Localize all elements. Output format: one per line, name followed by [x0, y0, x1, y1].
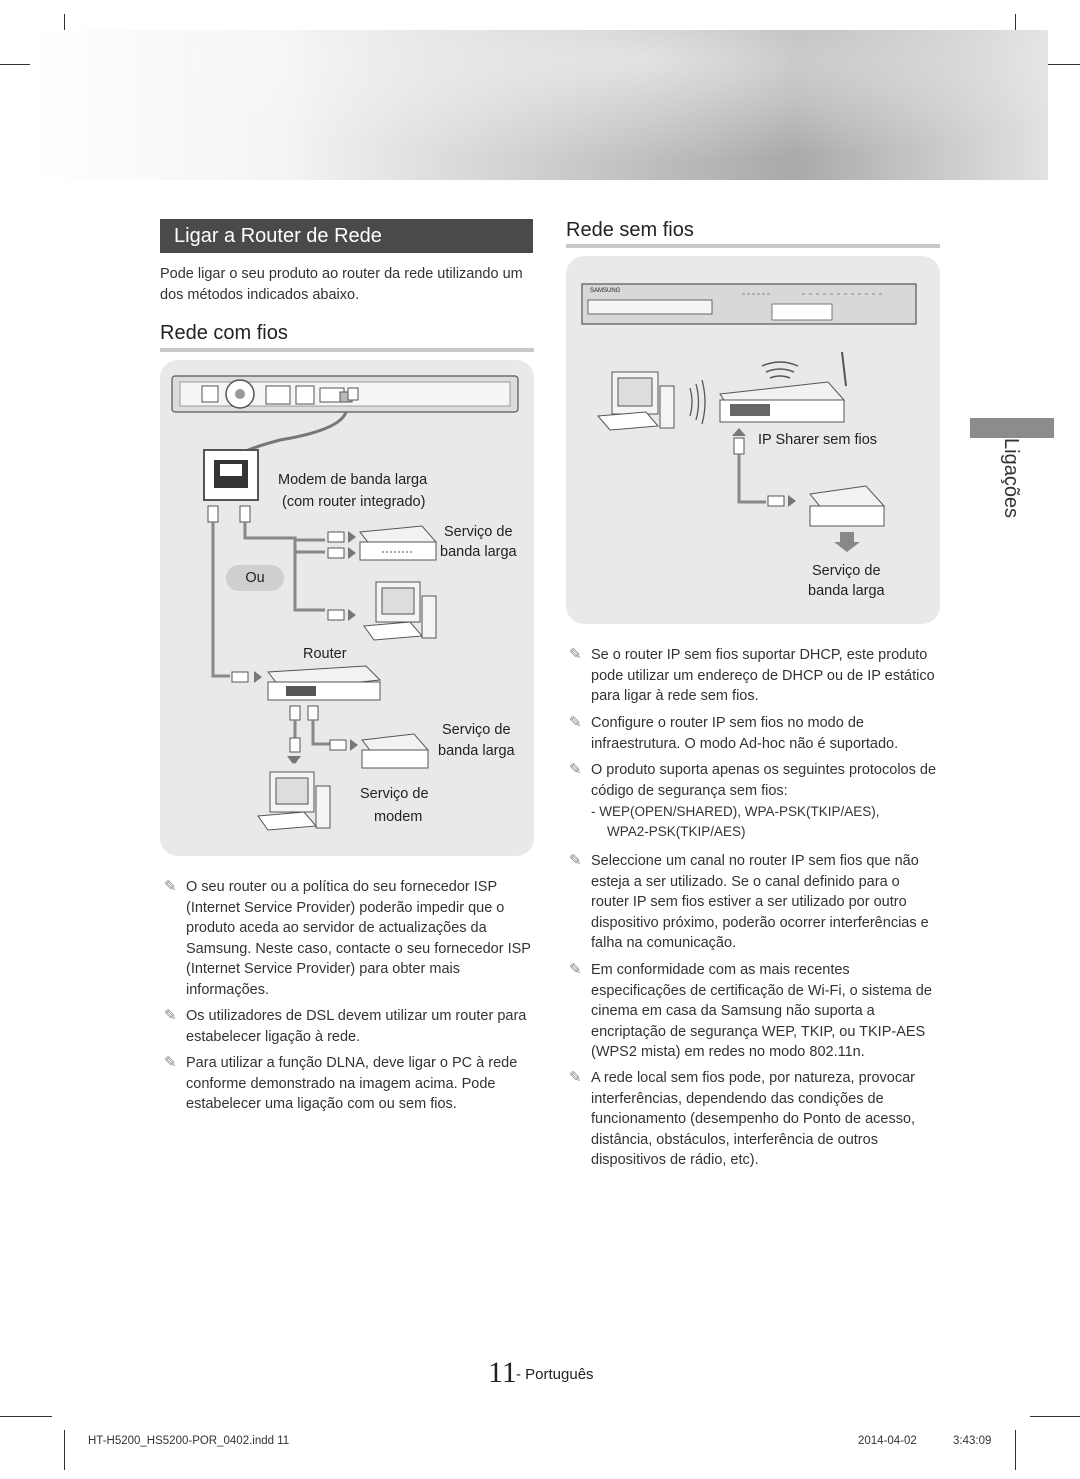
broadband-label: Serviço de [444, 524, 513, 540]
modem-router-icon [359, 525, 437, 561]
broadband-label: banda larga [808, 583, 885, 599]
pencil-icon: ✎ [569, 961, 582, 978]
pencil-icon: ✎ [569, 714, 582, 731]
note-item: ✎ Se o router IP sem fios suportar DHCP,… [569, 646, 935, 705]
pencil-icon: ✎ [569, 646, 582, 663]
router-label: Router [303, 646, 347, 662]
pencil-icon: ✎ [164, 1007, 177, 1024]
note-item: ✎ Configure o router IP sem fios no modo… [569, 714, 899, 752]
wired-heading-rule [160, 348, 534, 352]
crop-mark [1015, 1430, 1016, 1470]
pc-icon [596, 371, 675, 431]
note-item: ✎ O seu router ou a política do seu forn… [164, 878, 531, 998]
note-item: ✎ Seleccione um canal no router IP sem f… [569, 852, 929, 952]
protocol-list: WPA2-PSK(TKIP/AES) [607, 824, 746, 839]
wireless-heading-rule [566, 244, 940, 248]
page-number: 11 [488, 1356, 517, 1389]
side-tab-label: Ligações [1000, 438, 1022, 519]
pencil-icon: ✎ [569, 1069, 582, 1086]
player-front-icon [581, 283, 917, 325]
device-brand: SAMSUNG [590, 288, 621, 294]
modem-service-label: Serviço de [360, 786, 429, 802]
section-title: Ligar a Router de Rede [160, 219, 533, 253]
header-gradient-band [30, 30, 1048, 180]
pencil-icon: ✎ [569, 761, 582, 778]
note-item: ✎ O produto suporta apenas os seguintes … [569, 761, 937, 799]
router-icon [267, 665, 382, 701]
ip-sharer-label: IP Sharer sem fios [758, 432, 878, 448]
footer-file: HT-H5200_HS5200-POR_0402.indd 11 [88, 1435, 290, 1447]
pencil-icon: ✎ [164, 1054, 177, 1071]
note-item: ✎ A rede local sem fios pode, por nature… [569, 1069, 916, 1169]
broadband-label: banda larga [440, 544, 517, 560]
footer-date: 2014-04-02 [858, 1435, 917, 1447]
wireless-heading: Rede sem fios [566, 219, 694, 241]
modem-service-label: modem [374, 809, 423, 825]
note-item: ✎ Os utilizadores de DSL devem utilizar … [164, 1007, 527, 1045]
wifi-waves-icon [761, 361, 799, 379]
wired-heading: Rede com fios [160, 322, 288, 344]
modem-router-sublabel: (com router integrado) [282, 494, 426, 510]
page-language: - Português [516, 1366, 594, 1383]
wireless-diagram [581, 283, 917, 552]
side-tab-marker [970, 418, 1054, 438]
pc-icon [363, 581, 437, 641]
crop-mark [1030, 64, 1080, 65]
note-item: ✎ Em conformidade com as mais recentes e… [569, 961, 932, 1061]
crop-mark [64, 1430, 65, 1470]
broadband-label: banda larga [438, 743, 515, 759]
broadband-label: Serviço de [812, 563, 881, 579]
pencil-icon: ✎ [164, 878, 177, 895]
wireless-router-icon [719, 351, 847, 423]
broadband-label: Serviço de [442, 722, 511, 738]
modem-icon [809, 485, 886, 527]
note-item: ✎ Para utilizar a função DLNA, deve liga… [164, 1054, 518, 1113]
pencil-icon: ✎ [569, 852, 582, 869]
wired-diagram-panel [160, 360, 534, 856]
wireless-signal-icon [689, 379, 706, 425]
crop-mark [0, 1416, 52, 1417]
modem-icon [361, 733, 429, 769]
modem-router-label: Modem de banda larga [278, 472, 428, 488]
pc-icon [257, 771, 331, 831]
crop-mark [0, 64, 52, 65]
wired-diagram [171, 375, 519, 831]
protocol-list: - WEP(OPEN/SHARED), WPA-PSK(TKIP/AES), [591, 804, 880, 819]
intro-paragraph: Pode ligar o seu produto ao router da re… [160, 266, 523, 303]
footer-time: 3:43:09 [953, 1435, 992, 1447]
crop-mark [1030, 1416, 1080, 1417]
or-badge: Ou [226, 565, 284, 591]
